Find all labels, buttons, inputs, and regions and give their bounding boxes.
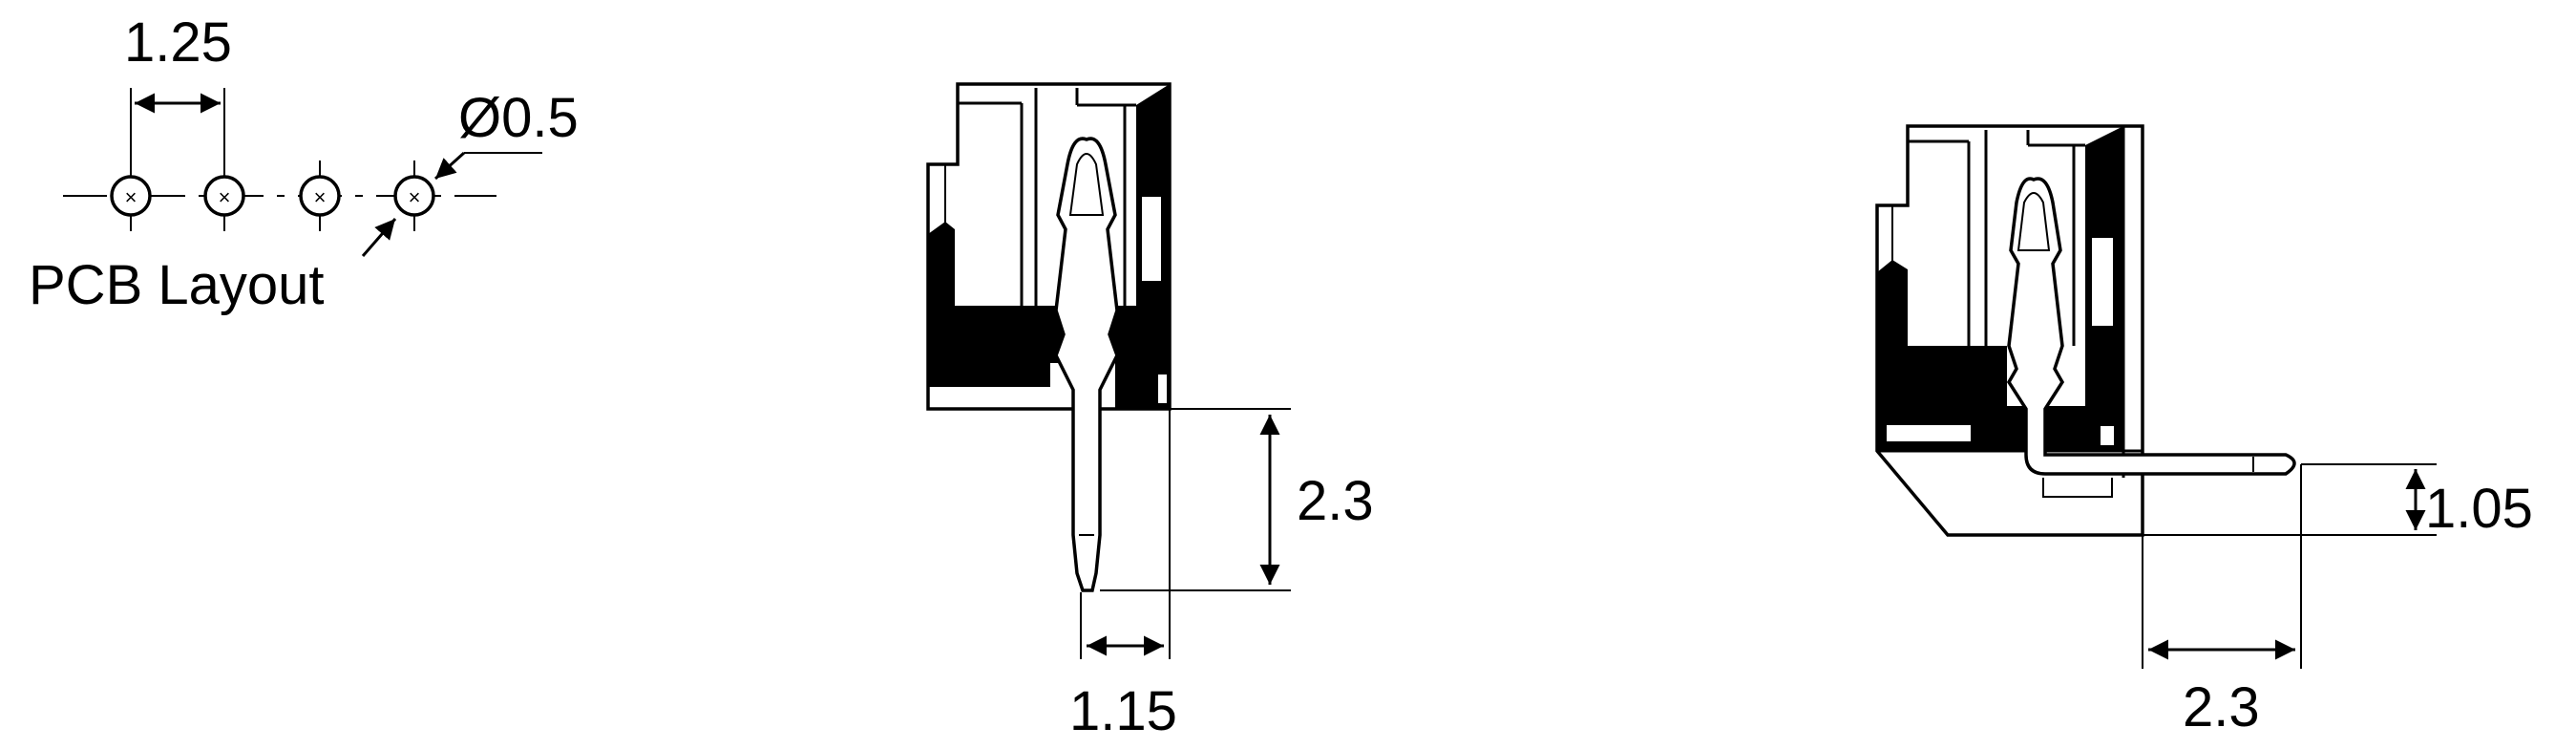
right-angle-pin: [2006, 177, 2296, 476]
pin-offset-dimension: 1.15: [1069, 409, 1177, 742]
pcb-hole: ×: [299, 160, 341, 231]
pin-length-label: 2.3: [1297, 470, 1374, 532]
svg-text:×: ×: [409, 185, 421, 209]
pcb-layout-caption: PCB Layout: [29, 254, 325, 316]
svg-text:×: ×: [314, 185, 327, 209]
pcb-hole: ×: [203, 160, 245, 231]
pitch-dimension: 1.25: [124, 11, 232, 172]
pcb-hole: ×: [110, 160, 152, 231]
svg-text:×: ×: [219, 185, 231, 209]
vertical-pin: [1054, 137, 1119, 592]
pitch-label: 1.25: [124, 11, 232, 74]
hole-diameter-label: Ø0.5: [458, 87, 579, 149]
vertical-connector: 2.3 1.15: [926, 82, 1374, 742]
pin-length-dimension: 2.3: [1100, 408, 1374, 591]
pin-extension-label: 2.3: [2183, 676, 2260, 738]
pcb-layout: 1.25 × × × ×: [29, 11, 579, 316]
svg-text:×: ×: [125, 185, 137, 209]
pcb-holes: × × × ×: [110, 160, 435, 231]
pin-height-label: 1.05: [2425, 478, 2533, 540]
pin-height-dimension: 1.05: [2143, 463, 2533, 540]
pin-offset-label: 1.15: [1069, 680, 1177, 742]
right-angle-connector: 1.05 2.3: [1875, 124, 2533, 738]
pin-extension-dimension: 2.3: [2142, 464, 2302, 738]
hole-diameter-callout: Ø0.5: [361, 87, 579, 257]
pcb-hole: ×: [393, 160, 435, 231]
